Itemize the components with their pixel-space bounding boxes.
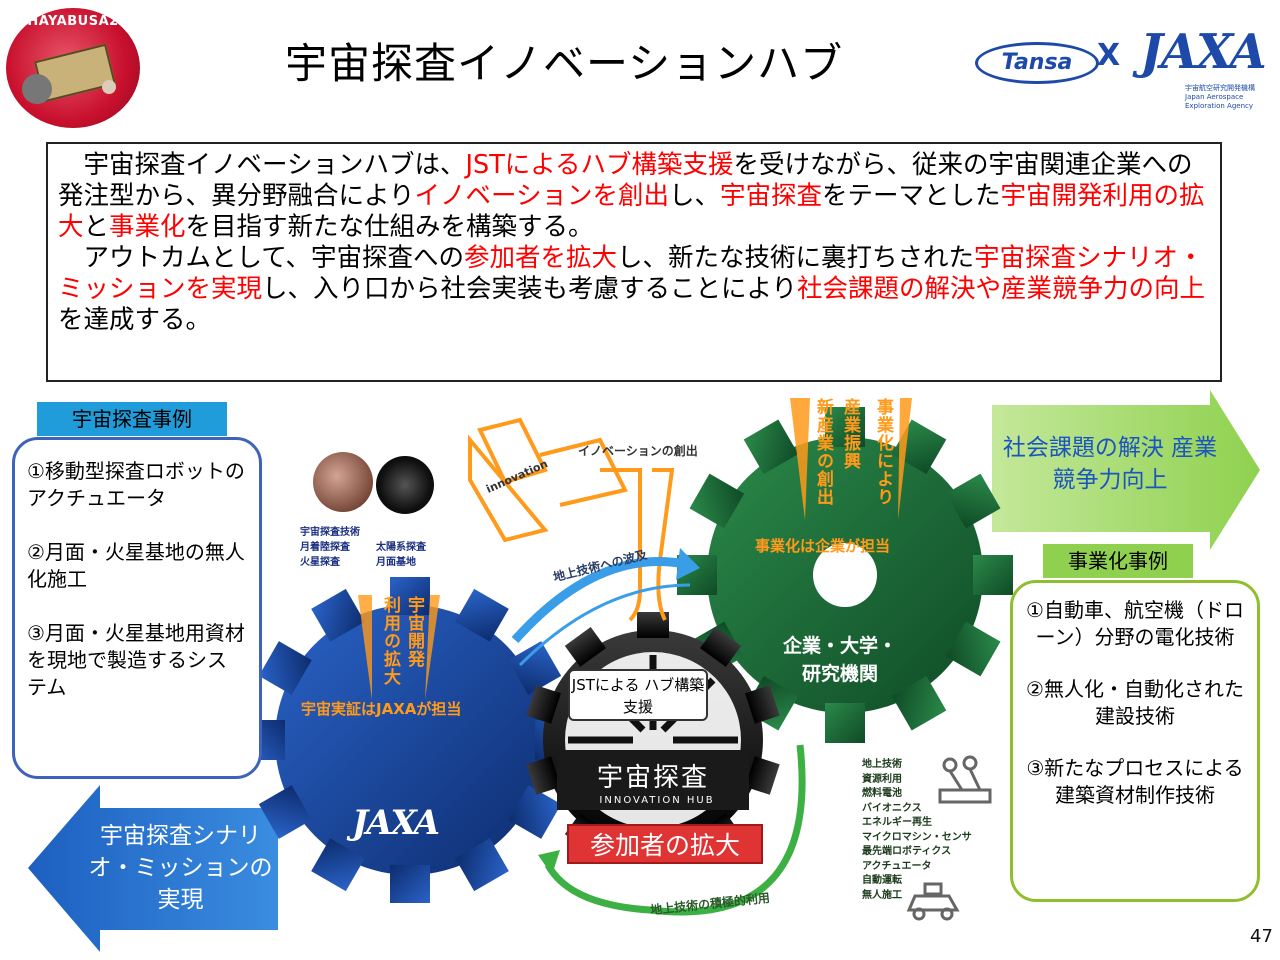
ground-tech-item: アクチュエータ: [862, 860, 932, 872]
space-tech-item: 火星探査: [300, 557, 340, 568]
intro-text: し、入り口から社会実装も考慮することにより: [262, 274, 798, 304]
space-tech-row: 月着陸探査 太陽系探査: [300, 540, 452, 555]
ground-tech-list: 地上技術 資源利用 燃料電池 バイオニクス エネルギー再生 マイクロマシン・セン…: [862, 758, 972, 903]
ground-tech-item: 資源利用: [862, 773, 902, 785]
intro-text: 宇宙探査イノベーションハブは、: [83, 150, 466, 180]
intro-text: と: [83, 212, 110, 242]
blue-vertical-1: 宇宙開発: [404, 596, 424, 668]
jaxa-gear-logo: JAXA: [352, 803, 440, 843]
ground-tech-item: バイオニクス: [862, 802, 922, 814]
right-arrow: [992, 390, 1260, 550]
green-gear: [677, 407, 1013, 743]
car-icon: [906, 882, 960, 921]
highlight-text: 宇宙探査シナリオ・ミッションを実現: [58, 243, 1204, 304]
blue-role: 宇宙実証はJAXAが担当: [301, 700, 462, 718]
intro-text-box: 宇宙探査イノベーションハブは、JSTによるハブ構築支援を受けながら、従来の宇宙関…: [46, 142, 1222, 382]
asteroid-icon: [22, 74, 52, 104]
hub-subtitle: INNOVATION HUB: [599, 795, 715, 806]
green-gear-label: 企業・大学・研究機関: [782, 635, 897, 685]
space-tech-list: 宇宙探査技術 月着陸探査 太陽系探査 火星探査 月面基地: [300, 525, 452, 570]
left-arrow-text: 宇宙探査シナリオ・ミッションの実現: [88, 823, 273, 913]
highlight-text: 参加者を拡大: [463, 243, 617, 273]
blue-vertical-2: 利用の拡大: [380, 596, 400, 686]
page-number: 47: [1250, 926, 1273, 947]
space-tech-row: 火星探査 月面基地: [300, 555, 452, 570]
green-vertical-3: 新産業の創出: [813, 398, 833, 506]
intro-text: を達成する。: [58, 305, 212, 335]
left-arrow: [28, 785, 278, 952]
highlight-text: イノベーションを創出: [414, 181, 670, 211]
intro-text: を受けながら、従来の宇宙関連企業への発注型から、異分野融合により: [58, 150, 1193, 211]
list-item: ①自動車、航空機（ドローン）分野の電化技術: [1026, 598, 1244, 649]
intro-paragraph-1: 宇宙探査イノベーションハブは、JSTによるハブ構築支援を受けながら、従来の宇宙関…: [58, 150, 1210, 243]
moon-icon: [102, 80, 116, 94]
intro-text: し、: [669, 181, 721, 211]
wave-arrow: [511, 557, 691, 644]
blue-gear: [247, 577, 573, 903]
hayabusa2-badge: HAYABUSA2: [6, 8, 140, 128]
intro-text: し、新たな技術に裏打ちされた: [616, 243, 974, 273]
highlight-text: 事業化: [109, 212, 186, 242]
business-examples-box: ①自動車、航空機（ドローン）分野の電化技術 ②無人化・自動化された建設技術 ③新…: [1010, 580, 1260, 902]
ground-tech-item: 無人施工: [862, 889, 902, 901]
rover-image: [376, 456, 434, 514]
ground-tech-item: 燃料電池: [862, 788, 902, 799]
intro-text: を目指す新たな仕組みを構築する。: [185, 212, 594, 242]
space-examples-label: 宇宙探査事例: [37, 402, 227, 436]
space-tech-title: 宇宙探査技術: [300, 527, 360, 538]
badge-text: HAYABUSA2: [27, 14, 119, 29]
right-arrow-text: 社会課題の解決 産業競争力向上: [1002, 435, 1218, 493]
page-title: 宇宙探査イノベーションハブ: [285, 39, 844, 88]
intro-paragraph-2: アウトカムとして、宇宙探査への参加者を拡大し、新たな技術に裏打ちされた宇宙探査シ…: [58, 243, 1210, 336]
space-tech-item: 月面基地: [376, 557, 416, 568]
highlight-text: 宇宙探査: [720, 181, 823, 211]
highlight-text: 社会課題の解決や産業競争力の向上: [797, 274, 1206, 304]
hub-title: 宇宙探査: [596, 763, 709, 793]
participants-banner: 参加者の拡大: [567, 824, 763, 864]
ground-tech-title: 地上技術: [862, 759, 902, 770]
space-tech-item: 月着陸探査: [300, 542, 350, 553]
jaxa-logo: JAXA: [1140, 24, 1267, 80]
ground-tech-item: 自動運転: [862, 875, 902, 886]
tansa-x-mark: X: [1097, 38, 1121, 73]
tansa-logo: Tansa: [975, 42, 1099, 84]
innovation-label: イノベーションの創出: [578, 444, 698, 458]
space-tech-item: 太陽系探査: [376, 542, 426, 553]
active-arrow: [544, 744, 806, 916]
ground-tech-item: 最先端ロボティクス: [862, 846, 952, 857]
highlight-text: JSTによるハブ構築支援: [465, 150, 734, 180]
green-vertical-1: 事業化により: [873, 398, 893, 506]
business-examples-label: 事業化事例: [1043, 544, 1193, 578]
list-item: ③月面・火星基地用資材を現地で製造するシステム: [27, 621, 245, 699]
mars-image: [313, 452, 373, 512]
green-vertical-2: 産業振興: [840, 398, 860, 470]
jaxa-subtitle: 宇宙航空研究開発機構 Japan Aerospace Exploration A…: [1185, 84, 1255, 110]
jst-support-box: JSTによる ハブ構築支援: [568, 669, 708, 721]
ground-tech-item: エネルギー再生: [862, 817, 932, 828]
list-item: ③新たなプロセスによる建築資材制作技術: [1026, 756, 1244, 807]
list-item: ②無人化・自動化された建設技術: [1026, 677, 1244, 728]
robot-arm-icon: [938, 755, 992, 804]
intro-text: アウトカムとして、宇宙探査への: [83, 243, 464, 273]
intro-text: をテーマとした: [822, 181, 1001, 211]
highlight-text: 宇宙開発利用の拡大: [58, 181, 1205, 242]
ground-tech-item: マイクロマシン・センサ: [862, 831, 972, 843]
list-item: ②月面・火星基地の無人化施工: [27, 540, 245, 591]
space-examples-box: ①移動型探査ロボットのアクチュエータ ②月面・火星基地の無人化施工 ③月面・火星…: [12, 437, 262, 779]
green-role: 事業化は企業が担当: [755, 537, 891, 555]
list-item: ①移動型探査ロボットのアクチュエータ: [27, 459, 245, 510]
